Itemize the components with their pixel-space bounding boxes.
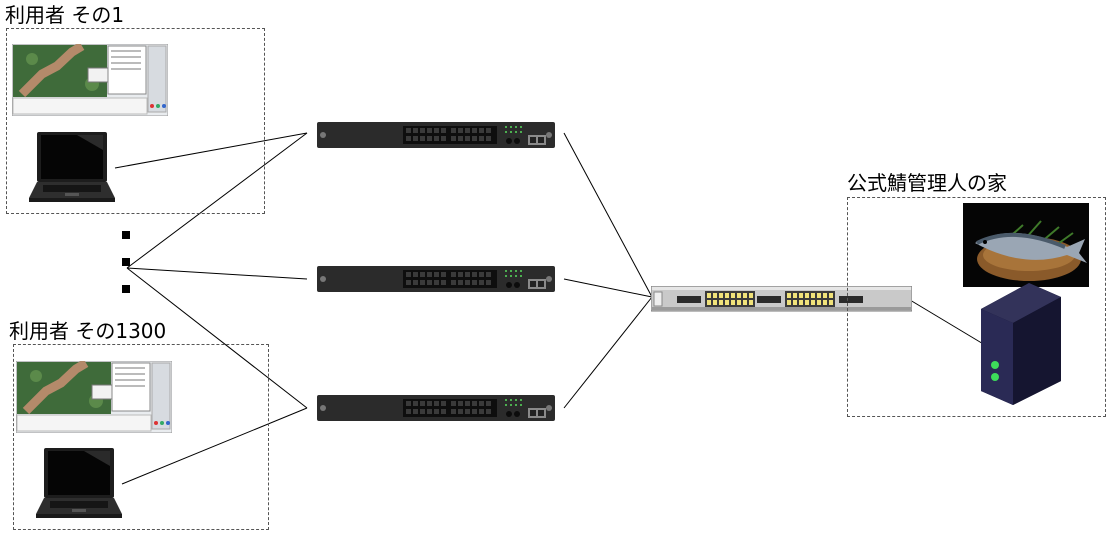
link-dots-switch1 bbox=[126, 132, 308, 269]
link-switch3-core bbox=[563, 296, 653, 409]
core-switch-icon bbox=[651, 286, 912, 312]
laptop-icon bbox=[34, 446, 124, 522]
user-group-1-label: 利用者 その1 bbox=[5, 3, 125, 27]
game-screenshot-icon bbox=[16, 361, 172, 433]
link-laptop1300-switch3 bbox=[121, 407, 308, 485]
ellipsis-dots bbox=[121, 230, 131, 294]
game-screenshot-icon bbox=[12, 44, 168, 116]
network-switch-icon bbox=[317, 120, 555, 150]
laptop-icon bbox=[27, 130, 117, 206]
link-switch2-core bbox=[563, 278, 653, 298]
link-dots-switch3 bbox=[126, 267, 308, 409]
network-switch-icon bbox=[317, 264, 555, 294]
user-group-1 bbox=[6, 28, 265, 214]
user-group-1300-label: 利用者 その1300 bbox=[9, 319, 167, 343]
admin-home-group bbox=[847, 197, 1106, 417]
user-group-1300 bbox=[13, 344, 269, 530]
link-laptop1-switch1 bbox=[114, 132, 308, 169]
server-tower-icon bbox=[977, 281, 1063, 407]
admin-home-label: 公式鯖管理人の家 bbox=[847, 171, 1007, 195]
mackerel-photo bbox=[963, 203, 1089, 287]
link-switch1-core bbox=[563, 132, 653, 298]
link-core-server bbox=[909, 299, 986, 346]
network-switch-icon bbox=[317, 393, 555, 423]
link-dots-switch2 bbox=[126, 267, 308, 280]
